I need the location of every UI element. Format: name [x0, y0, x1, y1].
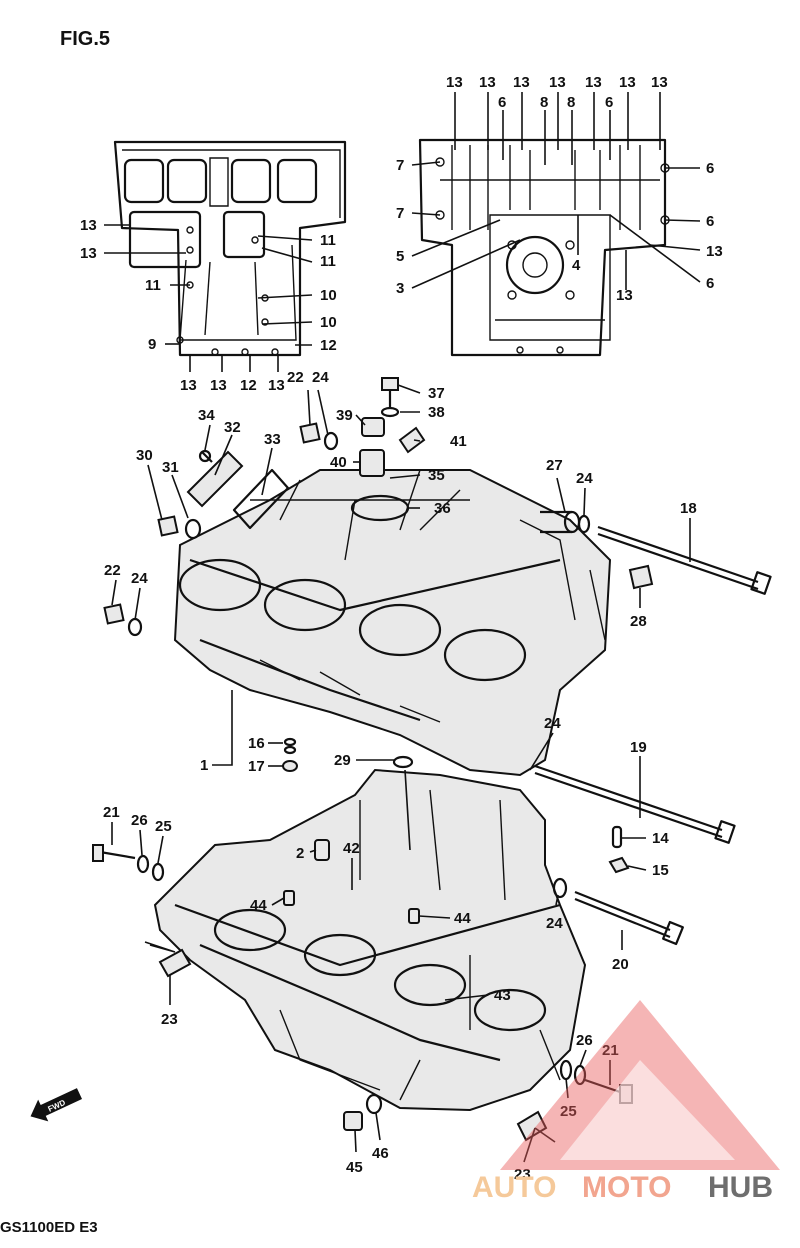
callout-11: 11 — [145, 277, 161, 294]
callout-10: 10 — [320, 287, 337, 304]
callout-13: 13 — [446, 74, 463, 91]
callout-11: 11 — [320, 232, 336, 249]
callout-39: 39 — [336, 407, 353, 424]
callout-14: 14 — [652, 830, 669, 847]
callout-24: 24 — [544, 715, 561, 732]
callout-46: 46 — [372, 1145, 389, 1162]
callout-18: 18 — [680, 500, 697, 517]
callout-45: 45 — [346, 1159, 363, 1176]
callout-23: 23 — [514, 1166, 531, 1183]
front-direction-arrow: FWD — [30, 1088, 83, 1122]
callout-34: 34 — [198, 407, 215, 424]
callout-6: 6 — [605, 94, 613, 111]
callout-40: 40 — [330, 454, 347, 471]
callout-22: 22 — [287, 369, 304, 386]
callout-33: 33 — [264, 431, 281, 448]
callout-25: 25 — [155, 818, 172, 835]
callout-6: 6 — [706, 275, 714, 292]
callout-36: 36 — [434, 500, 451, 517]
callout-13: 13 — [585, 74, 602, 91]
callout-28: 28 — [630, 613, 647, 630]
callout-1: 1 — [200, 757, 208, 774]
callout-24: 24 — [131, 570, 148, 587]
callout-6: 6 — [706, 213, 714, 230]
lower-crankcase — [153, 768, 587, 1112]
callout-17: 17 — [248, 758, 265, 775]
watermark-moto: MOTO — [582, 1171, 671, 1204]
callout-13: 13 — [513, 74, 530, 91]
callout-24: 24 — [576, 470, 593, 487]
callout-5: 5 — [396, 248, 404, 265]
callout-13: 13 — [210, 377, 227, 394]
watermark-hub: HUB — [708, 1171, 773, 1204]
callout-44: 44 — [250, 897, 267, 914]
upper-crankcase — [173, 469, 612, 777]
callout-26: 26 — [576, 1032, 593, 1049]
callout-27: 27 — [546, 457, 563, 474]
callout-21: 21 — [103, 804, 120, 821]
callout-12: 12 — [320, 337, 337, 354]
upper-case-plan-view — [418, 138, 670, 357]
callout-7: 7 — [396, 205, 404, 222]
callout-31: 31 — [162, 459, 179, 476]
callout-22: 22 — [104, 562, 121, 579]
callout-30: 30 — [136, 447, 153, 464]
callout-24: 24 — [546, 915, 563, 932]
callout-6: 6 — [706, 160, 714, 177]
callout-6: 6 — [498, 94, 506, 111]
callout-11: 11 — [320, 253, 336, 270]
fwd-label: FWD — [46, 1098, 67, 1114]
callout-38: 38 — [428, 404, 445, 421]
callout-13: 13 — [706, 243, 723, 260]
callout-23: 23 — [161, 1011, 178, 1028]
callout-8: 8 — [567, 94, 575, 111]
callout-13: 13 — [479, 74, 496, 91]
model-code: GS1100ED E3 — [0, 1219, 98, 1236]
callout-2: 2 — [296, 845, 304, 862]
callout-13: 13 — [268, 377, 285, 394]
callout-13: 13 — [80, 217, 97, 234]
callout-41: 41 — [450, 433, 467, 450]
callout-35: 35 — [428, 467, 445, 484]
callout-12: 12 — [240, 377, 257, 394]
callout-7: 7 — [396, 157, 404, 174]
callout-15: 15 — [652, 862, 669, 879]
callout-8: 8 — [540, 94, 548, 111]
lower-case-plan-view — [113, 140, 347, 357]
callout-16: 16 — [248, 735, 265, 752]
callout-43: 43 — [494, 987, 511, 1004]
callout-10: 10 — [320, 314, 337, 331]
callout-19: 19 — [630, 739, 647, 756]
callout-42: 42 — [343, 840, 360, 857]
callout-13: 13 — [651, 74, 668, 91]
callout-labels: 13 13 11 9 11 11 10 10 12 13 13 12 13 13… — [80, 74, 723, 1183]
callout-9: 9 — [148, 336, 156, 353]
callout-26: 26 — [131, 812, 148, 829]
callout-13: 13 — [80, 245, 97, 262]
callout-13: 13 — [180, 377, 197, 394]
automotohub-watermark: AUTO MOTO HUB — [472, 1000, 780, 1204]
callout-29: 29 — [334, 752, 351, 769]
callout-13: 13 — [549, 74, 566, 91]
watermark-auto: AUTO — [472, 1171, 556, 1204]
callout-21: 21 — [602, 1042, 619, 1059]
callout-25: 25 — [560, 1103, 577, 1120]
callout-4: 4 — [572, 257, 581, 274]
callout-3: 3 — [396, 280, 404, 297]
callout-44: 44 — [454, 910, 471, 927]
callout-13: 13 — [616, 287, 633, 304]
callout-24: 24 — [312, 369, 329, 386]
callout-32: 32 — [224, 419, 241, 436]
figure-title: FIG.5 — [60, 28, 110, 50]
callout-37: 37 — [428, 385, 445, 402]
leader-lines — [104, 92, 701, 1163]
callout-13: 13 — [619, 74, 636, 91]
callout-20: 20 — [612, 956, 629, 973]
